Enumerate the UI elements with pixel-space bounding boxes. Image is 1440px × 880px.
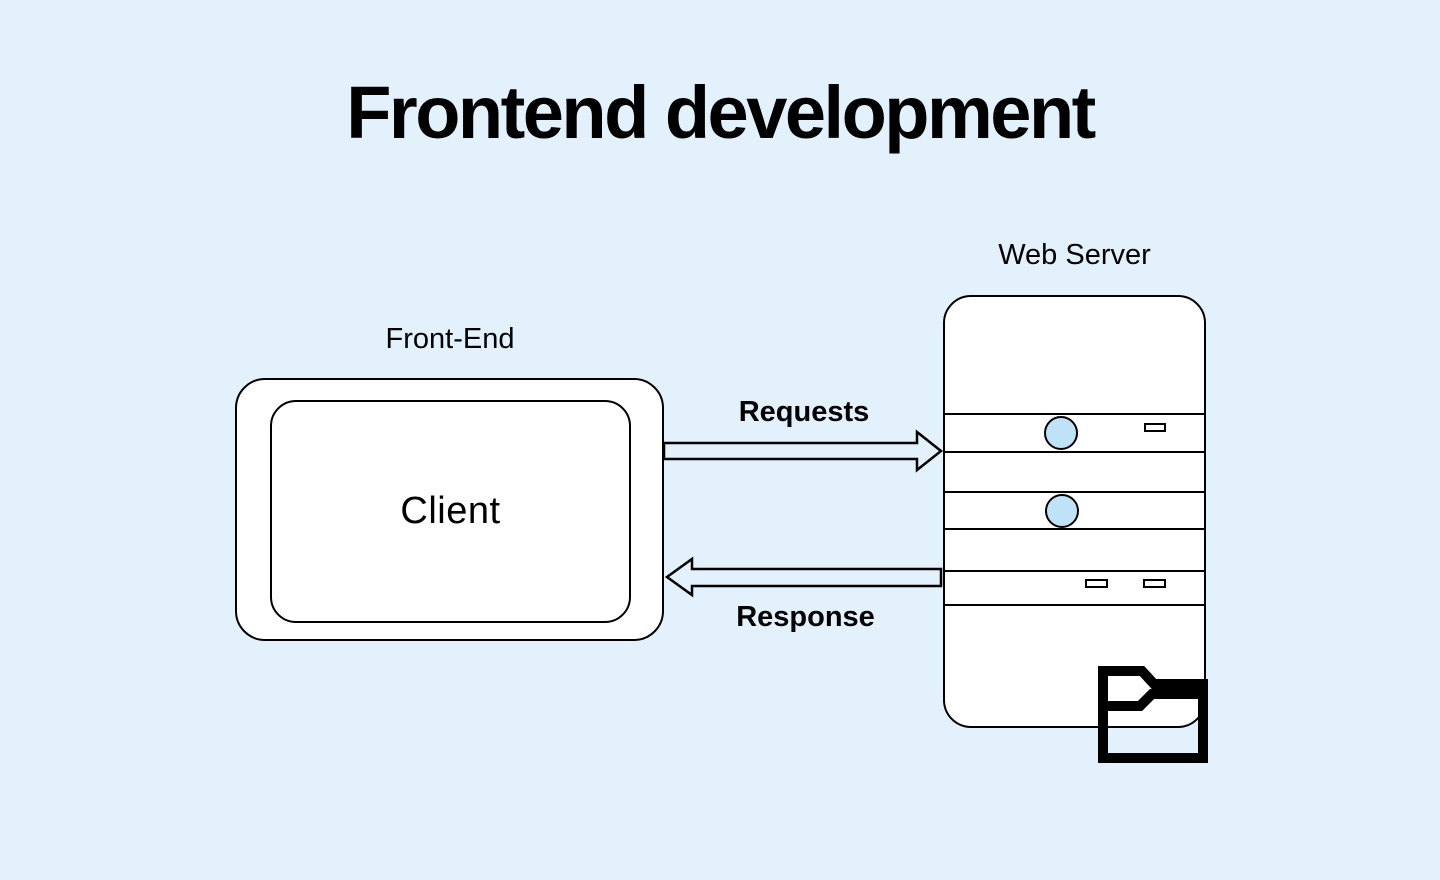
client-device: Client bbox=[235, 378, 664, 641]
response-arrow bbox=[664, 556, 943, 598]
server-panel-divider bbox=[945, 451, 1204, 453]
drive-slot-icon bbox=[1085, 579, 1108, 588]
requests-arrow bbox=[662, 429, 944, 473]
server-box bbox=[943, 295, 1206, 728]
status-circle-icon bbox=[1044, 416, 1078, 450]
server-panel-divider bbox=[945, 604, 1204, 606]
drive-slot-icon bbox=[1144, 423, 1166, 432]
client-screen-label: Client bbox=[400, 490, 501, 532]
page-title: Frontend development bbox=[346, 71, 1096, 154]
requests-label: Requests bbox=[738, 396, 870, 428]
server-panel-divider bbox=[945, 570, 1204, 572]
client-screen: Client bbox=[270, 400, 631, 623]
web-server-label: Web Server bbox=[998, 239, 1151, 271]
response-label: Response bbox=[736, 601, 875, 633]
server-panel-divider bbox=[945, 528, 1204, 530]
status-circle-icon bbox=[1045, 494, 1079, 528]
folder-icon bbox=[1098, 666, 1208, 763]
server-panel-divider bbox=[945, 491, 1204, 493]
server-panel-divider bbox=[945, 413, 1204, 415]
front-end-label: Front-End bbox=[385, 323, 515, 355]
drive-slot-icon bbox=[1143, 579, 1166, 588]
